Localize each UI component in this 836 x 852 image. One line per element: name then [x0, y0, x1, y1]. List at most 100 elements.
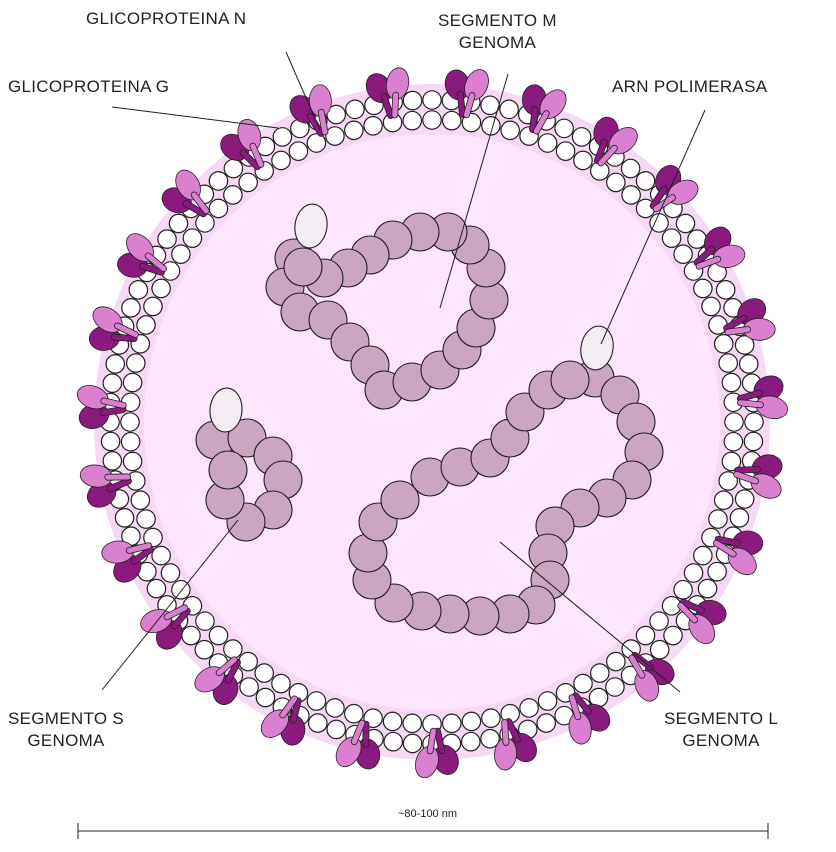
lipid-head: [106, 355, 124, 373]
lipid-head: [121, 413, 139, 431]
lipid-head: [572, 128, 590, 146]
nucleocapsid-bead: [284, 248, 322, 286]
lipid-head: [501, 121, 519, 139]
lipid-head: [307, 134, 325, 152]
lipid-head: [735, 490, 753, 508]
lipid-head: [636, 172, 654, 190]
lipid-head: [538, 134, 556, 152]
lipid-head: [730, 509, 748, 527]
lipid-head: [239, 173, 257, 191]
lipid-head: [702, 297, 720, 315]
lipid-head: [345, 121, 363, 139]
lipid-head: [674, 581, 692, 599]
lipid-head: [622, 186, 640, 204]
lipid-head: [240, 678, 258, 696]
lipid-head: [716, 281, 734, 299]
lipid-head: [272, 151, 290, 169]
lipid-head: [137, 510, 155, 528]
scale-unit: nm: [442, 808, 457, 820]
lipid-head: [709, 510, 727, 528]
lipid-head: [715, 491, 733, 509]
label-segment-s: SEGMENTO S GENOMA: [8, 708, 124, 752]
lipid-head: [462, 732, 480, 750]
lipid-head: [364, 117, 382, 135]
lipid-head: [326, 699, 344, 717]
lipid-head: [224, 640, 242, 658]
lipid-head: [443, 714, 461, 732]
lipid-head: [209, 626, 227, 644]
lipid-head: [255, 664, 273, 682]
lipid-head: [574, 674, 592, 692]
lipid-head: [101, 432, 119, 450]
lipid-head: [103, 374, 121, 392]
lipid-head: [169, 214, 187, 232]
lipid-head: [127, 354, 145, 372]
lipid-head: [556, 142, 574, 160]
lipid-head: [607, 652, 625, 670]
lipid-head: [650, 214, 668, 232]
lipid-head: [224, 159, 242, 177]
lipid-head: [482, 709, 500, 727]
lipid-head: [694, 279, 712, 297]
lipid-head: [684, 564, 702, 582]
lipid-head: [650, 612, 668, 630]
lipid-head: [662, 229, 680, 247]
lipid-head: [650, 640, 668, 658]
lipid-head: [158, 230, 176, 248]
lipid-head: [123, 373, 141, 391]
lipid-head: [182, 626, 200, 644]
lipid-head: [621, 159, 639, 177]
scale-bar: [78, 823, 768, 839]
lipid-head: [462, 712, 480, 730]
lipid-head: [744, 432, 762, 450]
scale-label: ~80-100 nm: [398, 808, 457, 820]
lipid-head: [152, 279, 170, 297]
glycoprotein-n-stalk: [501, 719, 509, 745]
leader-line: [112, 107, 278, 128]
lipid-head: [209, 172, 227, 190]
scale-value: ~80-100: [398, 808, 439, 820]
lipid-head: [326, 127, 344, 145]
lipid-head: [481, 96, 499, 114]
lipid-head: [676, 214, 694, 232]
lipid-head: [708, 562, 726, 580]
lipid-head: [607, 173, 625, 191]
lipid-head: [403, 734, 421, 752]
lipid-head: [256, 688, 274, 706]
nucleocapsid-bead: [551, 361, 589, 399]
lipid-head: [121, 433, 139, 451]
lipid-head: [674, 245, 692, 263]
label-glycoprotein-n: GLICOPROTEINA N: [86, 8, 246, 30]
lipid-head: [698, 579, 716, 597]
lipid-head: [123, 452, 141, 470]
lipid-head: [137, 316, 155, 334]
lipid-head: [423, 91, 441, 109]
lipid-head: [272, 674, 290, 692]
lipid-head: [147, 579, 165, 597]
label-glycoprotein-g: GLICOPROTEINA G: [8, 76, 169, 98]
lipid-head: [719, 354, 737, 372]
lipid-head: [403, 714, 421, 732]
lipid-head: [183, 229, 201, 247]
lipid-head: [273, 128, 291, 146]
lipid-head: [209, 199, 227, 217]
lipid-head: [745, 413, 763, 431]
lipid-head: [537, 714, 555, 732]
lipid-head: [403, 111, 421, 129]
lipid-head: [122, 299, 140, 317]
lipid-head: [115, 509, 133, 527]
label-rna-polymerase: ARN POLIMERASA: [612, 76, 767, 98]
lipid-head: [239, 652, 257, 670]
glycoprotein-n-stalk: [392, 92, 399, 118]
lipid-head: [423, 111, 441, 129]
lipid-head: [591, 664, 609, 682]
lipid-head: [195, 640, 213, 658]
lipid-head: [694, 546, 712, 564]
lipid-head: [289, 142, 307, 160]
lipid-head: [574, 151, 592, 169]
lipid-head: [383, 712, 401, 730]
lipid-head: [443, 111, 461, 129]
lipid-head: [196, 612, 214, 630]
lipid-head: [161, 564, 179, 582]
